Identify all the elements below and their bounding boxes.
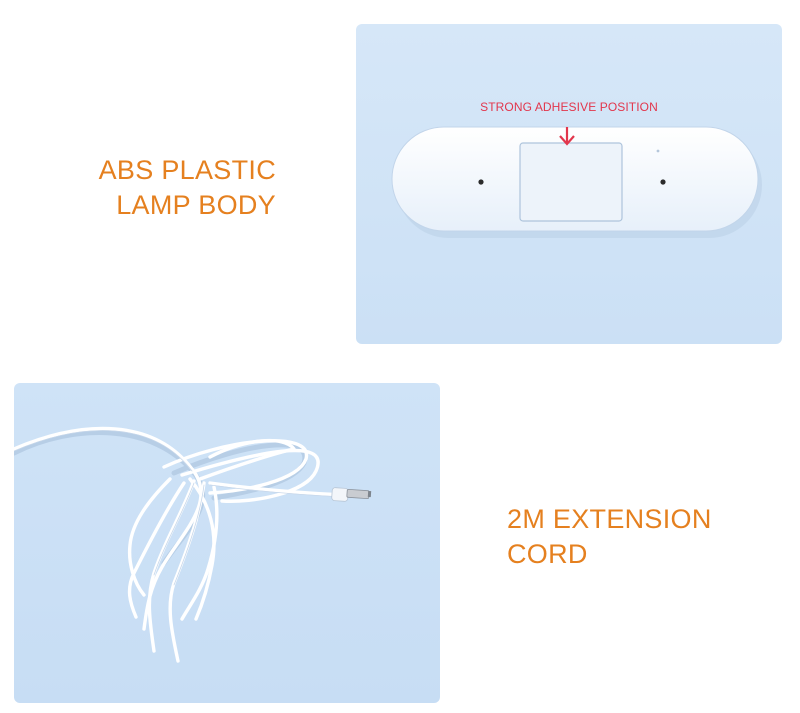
lamp-body-photo-panel: STRONG ADHESIVE POSITION [356,24,782,344]
adhesive-position-label: STRONG ADHESIVE POSITION [480,100,658,114]
extension-cord-photo-panel [14,383,440,703]
adhesive-pad [519,142,623,222]
lamp-body-illustration [391,126,762,238]
coiled-cord [14,426,346,663]
screw-hole-right [660,179,666,185]
lamp-body-caption: ABS PLASTIC LAMP BODY [98,155,276,220]
body-dot [656,149,660,153]
arrow-down-icon [559,127,575,146]
extension-cord-illustration [14,426,372,663]
dc-plug [331,487,372,502]
screw-hole-left [478,179,484,185]
extension-cord-caption: 2M EXTENSION CORD [507,504,712,569]
